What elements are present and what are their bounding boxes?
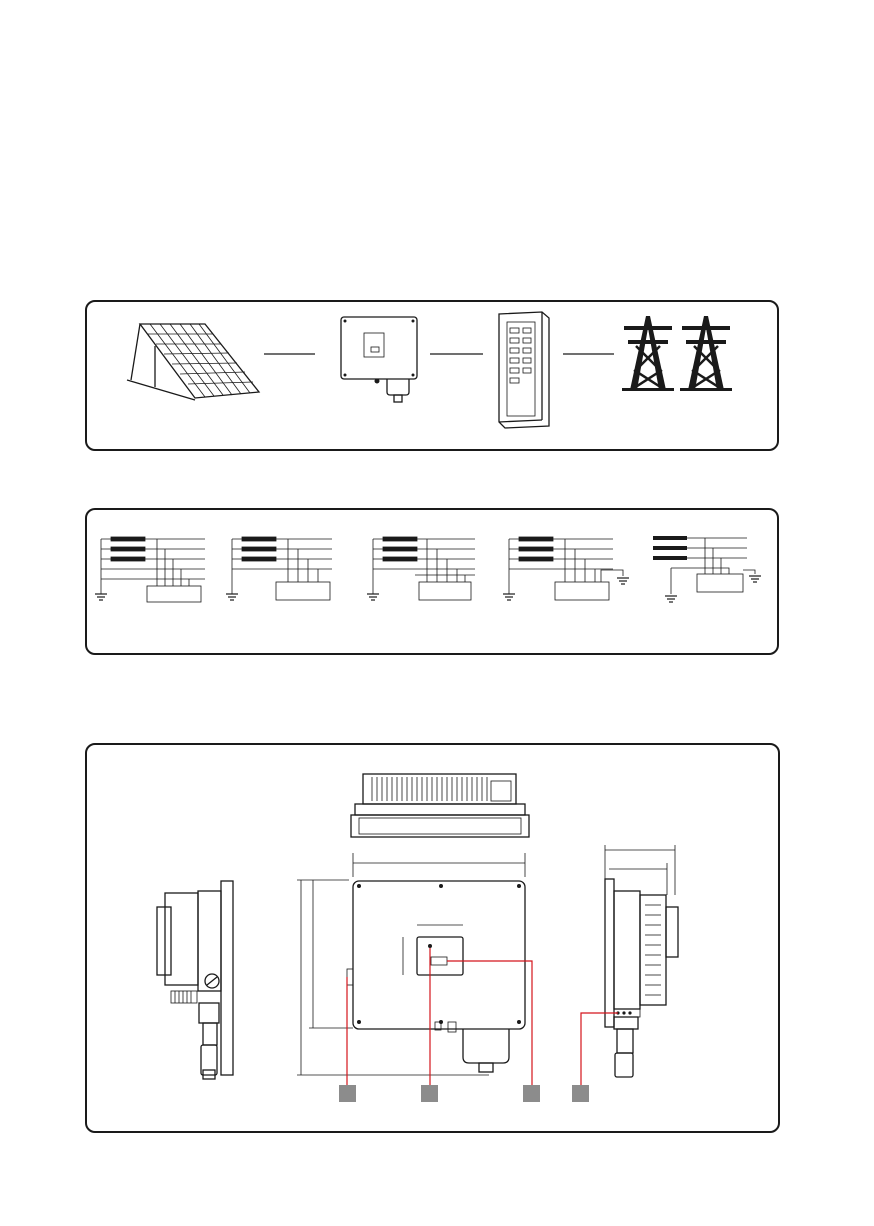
left-side-view-drawing: [157, 881, 233, 1079]
callout-marker-1: [339, 1085, 356, 1102]
utility-grid-icon: [622, 316, 732, 391]
grid-types-diagram: [87, 510, 781, 657]
front-view-drawing: [297, 853, 532, 1085]
ground-icon: [226, 594, 238, 600]
callout-marker-3: [523, 1085, 540, 1102]
system-overview-panel: [85, 300, 779, 451]
ground-icon: [665, 596, 677, 602]
ground-icon: [367, 594, 379, 600]
pv-array-icon: [127, 324, 259, 400]
top-view-drawing: [351, 774, 529, 837]
grid-type-3-diagram: [367, 537, 475, 600]
ground-icon: [749, 576, 761, 582]
grid-type-4-diagram: [503, 537, 629, 600]
distribution-cabinet-icon: [499, 312, 549, 428]
grid-type-1-diagram: [95, 537, 205, 602]
ground-icon: [503, 594, 515, 600]
inverter-icon: [341, 317, 417, 402]
dimensions-diagram: [87, 745, 782, 1135]
ground-icon: [95, 594, 107, 600]
grid-types-panel: [85, 508, 779, 655]
grid-type-2-diagram: [226, 537, 332, 600]
dimensions-panel: [85, 743, 780, 1133]
ground-icon: [617, 578, 629, 584]
right-side-view-drawing: [581, 845, 678, 1085]
system-overview-diagram: [87, 302, 781, 453]
callout-marker-2: [421, 1085, 438, 1102]
grid-type-5-diagram: [653, 536, 761, 602]
callout-marker-4: [572, 1085, 589, 1102]
